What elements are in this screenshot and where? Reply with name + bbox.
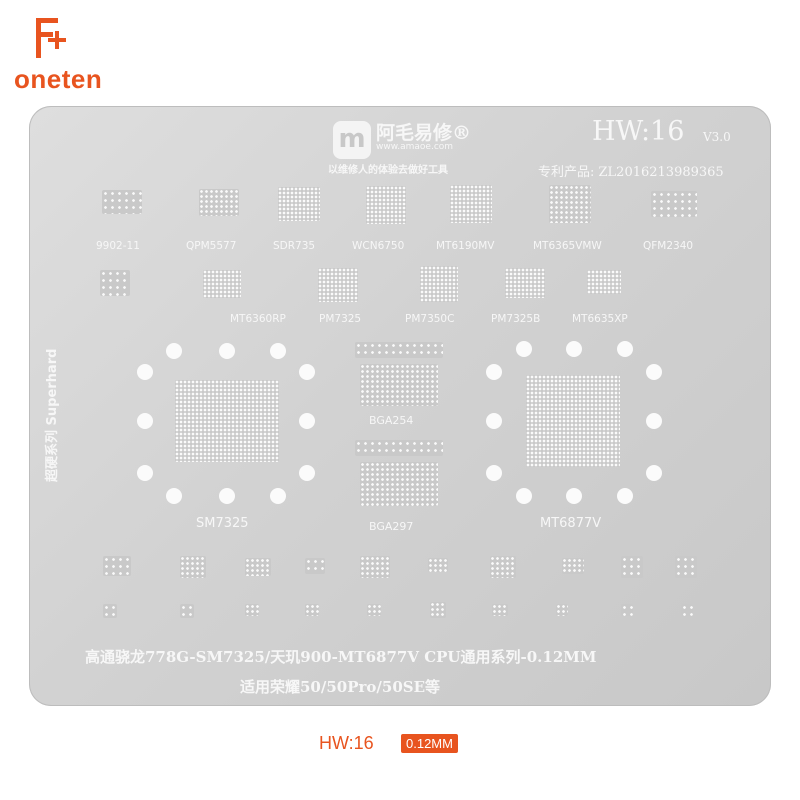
- alignment-hole: [270, 488, 286, 504]
- chip-pattern: [102, 190, 142, 214]
- chip-pattern: [492, 604, 508, 616]
- maker-slogan: 以维修人的体验去做好工具: [328, 165, 448, 176]
- alignment-hole: [486, 413, 502, 429]
- chip-pattern: [562, 558, 584, 574]
- chip-pattern: [621, 556, 643, 578]
- main-chip-pattern: [360, 462, 438, 506]
- maker-name: 阿毛易修®: [376, 122, 472, 144]
- chip-label: MT6365VMW: [533, 240, 602, 252]
- chip-pattern: [180, 604, 194, 618]
- alignment-hole: [646, 413, 662, 429]
- main-chip-pattern: [175, 380, 279, 462]
- main-chip-pattern: [355, 342, 443, 358]
- chip-pattern: [103, 556, 131, 576]
- chip-pattern: [367, 604, 381, 616]
- chip-pattern: [450, 185, 492, 223]
- chip-label: MT6190MV: [436, 240, 495, 252]
- alignment-hole: [137, 364, 153, 380]
- chip-pattern: [430, 602, 446, 618]
- chip-pattern: [490, 556, 516, 578]
- chip-pattern: [245, 558, 271, 576]
- alignment-hole: [486, 465, 502, 481]
- alignment-hole: [270, 343, 286, 359]
- main-chip-pattern: [360, 364, 438, 406]
- chip-label: PM7325: [319, 313, 362, 325]
- chip-pattern: [549, 185, 591, 223]
- main-chip-label: MT6877V: [540, 516, 602, 531]
- maker-logo-icon: m: [333, 121, 371, 159]
- patent-number: 专利产品: ZL2016213989365: [538, 165, 724, 180]
- logo-wordmark: oneten: [14, 64, 103, 94]
- main-chip-pattern: [355, 440, 443, 456]
- main-chip-label: SM7325: [196, 516, 249, 531]
- alignment-hole: [219, 343, 235, 359]
- chip-pattern: [428, 558, 448, 572]
- chip-pattern: [103, 604, 117, 618]
- chip-pattern: [245, 604, 259, 616]
- model-version: V3.0: [703, 130, 731, 144]
- alignment-hole: [137, 413, 153, 429]
- main-chip-label: BGA297: [369, 520, 414, 533]
- chip-label: PM7325B: [491, 313, 541, 325]
- alignment-hole: [486, 364, 502, 380]
- caption-model-code: HW:16: [319, 733, 374, 753]
- alignment-hole: [299, 413, 315, 429]
- series-vertical-label: 超硬系列 Superhard: [45, 348, 60, 482]
- chip-pattern: [305, 558, 325, 574]
- thickness-badge: 0.12MM: [401, 734, 458, 753]
- chip-pattern: [199, 189, 239, 216]
- chip-label: QFM2340: [643, 240, 694, 252]
- chip-label: QPM5577: [186, 240, 237, 252]
- main-chip-pattern: [526, 375, 620, 467]
- alignment-hole: [137, 465, 153, 481]
- chip-pattern: [100, 270, 130, 296]
- alignment-hole: [299, 465, 315, 481]
- chip-label: 9902-11: [96, 240, 140, 252]
- chip-label: MT6635XP: [572, 313, 628, 325]
- alignment-hole: [516, 488, 532, 504]
- chip-pattern: [651, 191, 697, 217]
- chip-pattern: [587, 270, 621, 294]
- chip-pattern: [360, 556, 390, 578]
- chip-pattern: [505, 268, 545, 298]
- chip-label: PM7350C: [405, 313, 455, 325]
- alignment-hole: [566, 488, 582, 504]
- alignment-hole: [617, 341, 633, 357]
- model-code: HW:16: [592, 116, 685, 147]
- chip-pattern: [556, 604, 568, 616]
- alignment-hole: [166, 343, 182, 359]
- chip-pattern: [621, 604, 633, 616]
- alignment-hole: [166, 488, 182, 504]
- alignment-hole: [516, 341, 532, 357]
- chip-label: WCN6750: [352, 240, 405, 252]
- chip-pattern: [203, 270, 241, 298]
- chip-pattern: [278, 187, 320, 221]
- oneten-logo-icon: [36, 18, 66, 58]
- alignment-hole: [219, 488, 235, 504]
- alignment-hole: [646, 364, 662, 380]
- chip-pattern: [305, 604, 319, 616]
- alignment-hole: [617, 488, 633, 504]
- chip-pattern: [681, 604, 693, 616]
- chip-pattern: [180, 556, 206, 578]
- alignment-hole: [646, 465, 662, 481]
- chip-pattern: [318, 268, 358, 302]
- device-support-text: 适用荣耀50/50Pro/50SE等: [240, 678, 441, 696]
- main-chip-label: BGA254: [369, 414, 414, 427]
- chip-label: SDR735: [273, 240, 316, 252]
- compatibility-text: 高通骁龙778G-SM7325/天玑900-MT6877V CPU通用系列-0.…: [85, 648, 597, 666]
- chip-pattern: [675, 556, 697, 578]
- chip-label: MT6360RP: [230, 313, 286, 325]
- chip-pattern: [366, 186, 406, 224]
- alignment-hole: [566, 341, 582, 357]
- maker-url: www.amaoe.com: [376, 142, 454, 152]
- alignment-hole: [299, 364, 315, 380]
- chip-pattern: [420, 266, 458, 302]
